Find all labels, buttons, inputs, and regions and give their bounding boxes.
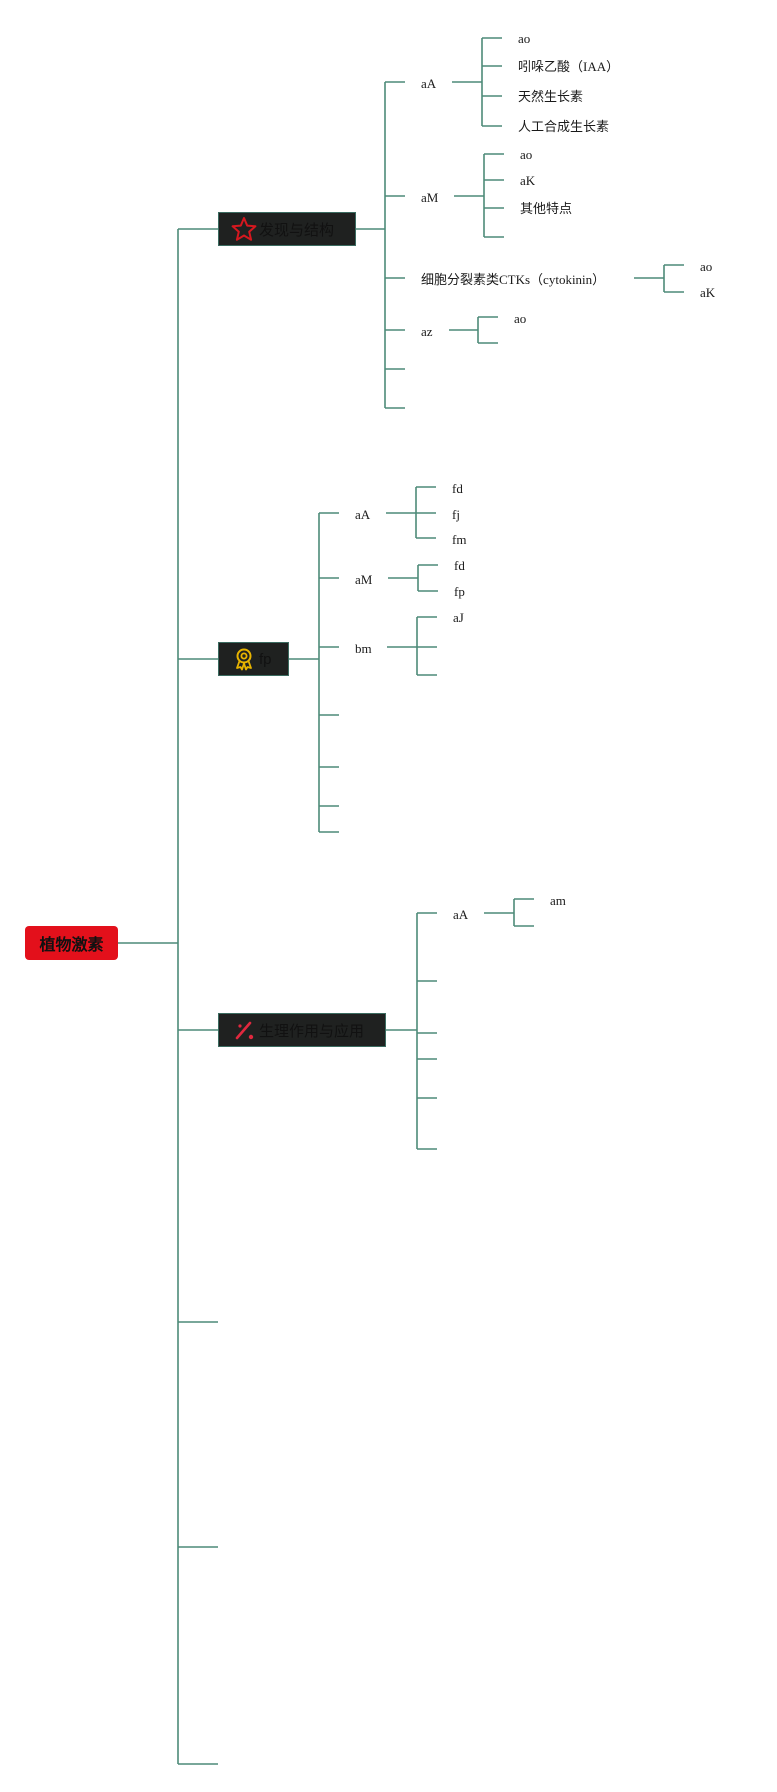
leaf-label[interactable]: fj [452,507,460,522]
leaf-label[interactable]: am [550,893,566,908]
subtopic-label[interactable]: az [421,324,433,339]
subtopic-label[interactable]: aM [421,190,439,205]
topic-label: fp [259,650,272,668]
topic-label: 发现与结构 [259,221,335,239]
leaf-label[interactable]: 人工合成生长素 [518,119,610,134]
subtopic-label[interactable]: aM [355,572,373,587]
leaf-label[interactable]: ao [518,31,531,46]
slash-icon [231,1017,257,1043]
leaf-label[interactable]: ao [700,259,713,274]
leaf-label[interactable]: fp [454,584,465,599]
topic-label: 生理作用与应用 [259,1022,365,1040]
leaf-label[interactable]: aJ [453,610,464,625]
leaf-label[interactable]: ao [514,311,527,326]
leaf-label[interactable]: 其他特点 [520,201,573,216]
subtopic-label[interactable]: bm [355,641,372,656]
leaf-label[interactable]: ao [520,147,533,162]
topic-node-3[interactable]: 生理作用与应用 [218,1013,386,1047]
subtopic-label[interactable]: aA [421,76,437,91]
subtopic-label[interactable]: aA [453,907,469,922]
subtopic-label[interactable]: aA [355,507,371,522]
subtopic-label[interactable]: 细胞分裂素类CTKs（cytokinin） [421,272,606,287]
root-label: 植物激素 [39,937,104,954]
leaf-label[interactable]: 天然生长素 [518,89,584,104]
leaf-label[interactable]: aK [520,173,536,188]
leaf-label[interactable]: 吲哚乙酸（IAA） [518,59,620,74]
star-icon [231,216,257,242]
topic-node-2[interactable]: fp [218,642,289,676]
leaf-label[interactable]: aK [700,285,716,300]
leaf-label[interactable]: fm [452,532,467,547]
leaf-label[interactable]: fd [452,481,463,496]
leaf-label[interactable]: fd [454,558,465,573]
root-node[interactable]: 植物激素 [25,926,118,960]
topic-node-1[interactable]: 发现与结构 [218,212,356,246]
medal-icon [231,646,257,672]
